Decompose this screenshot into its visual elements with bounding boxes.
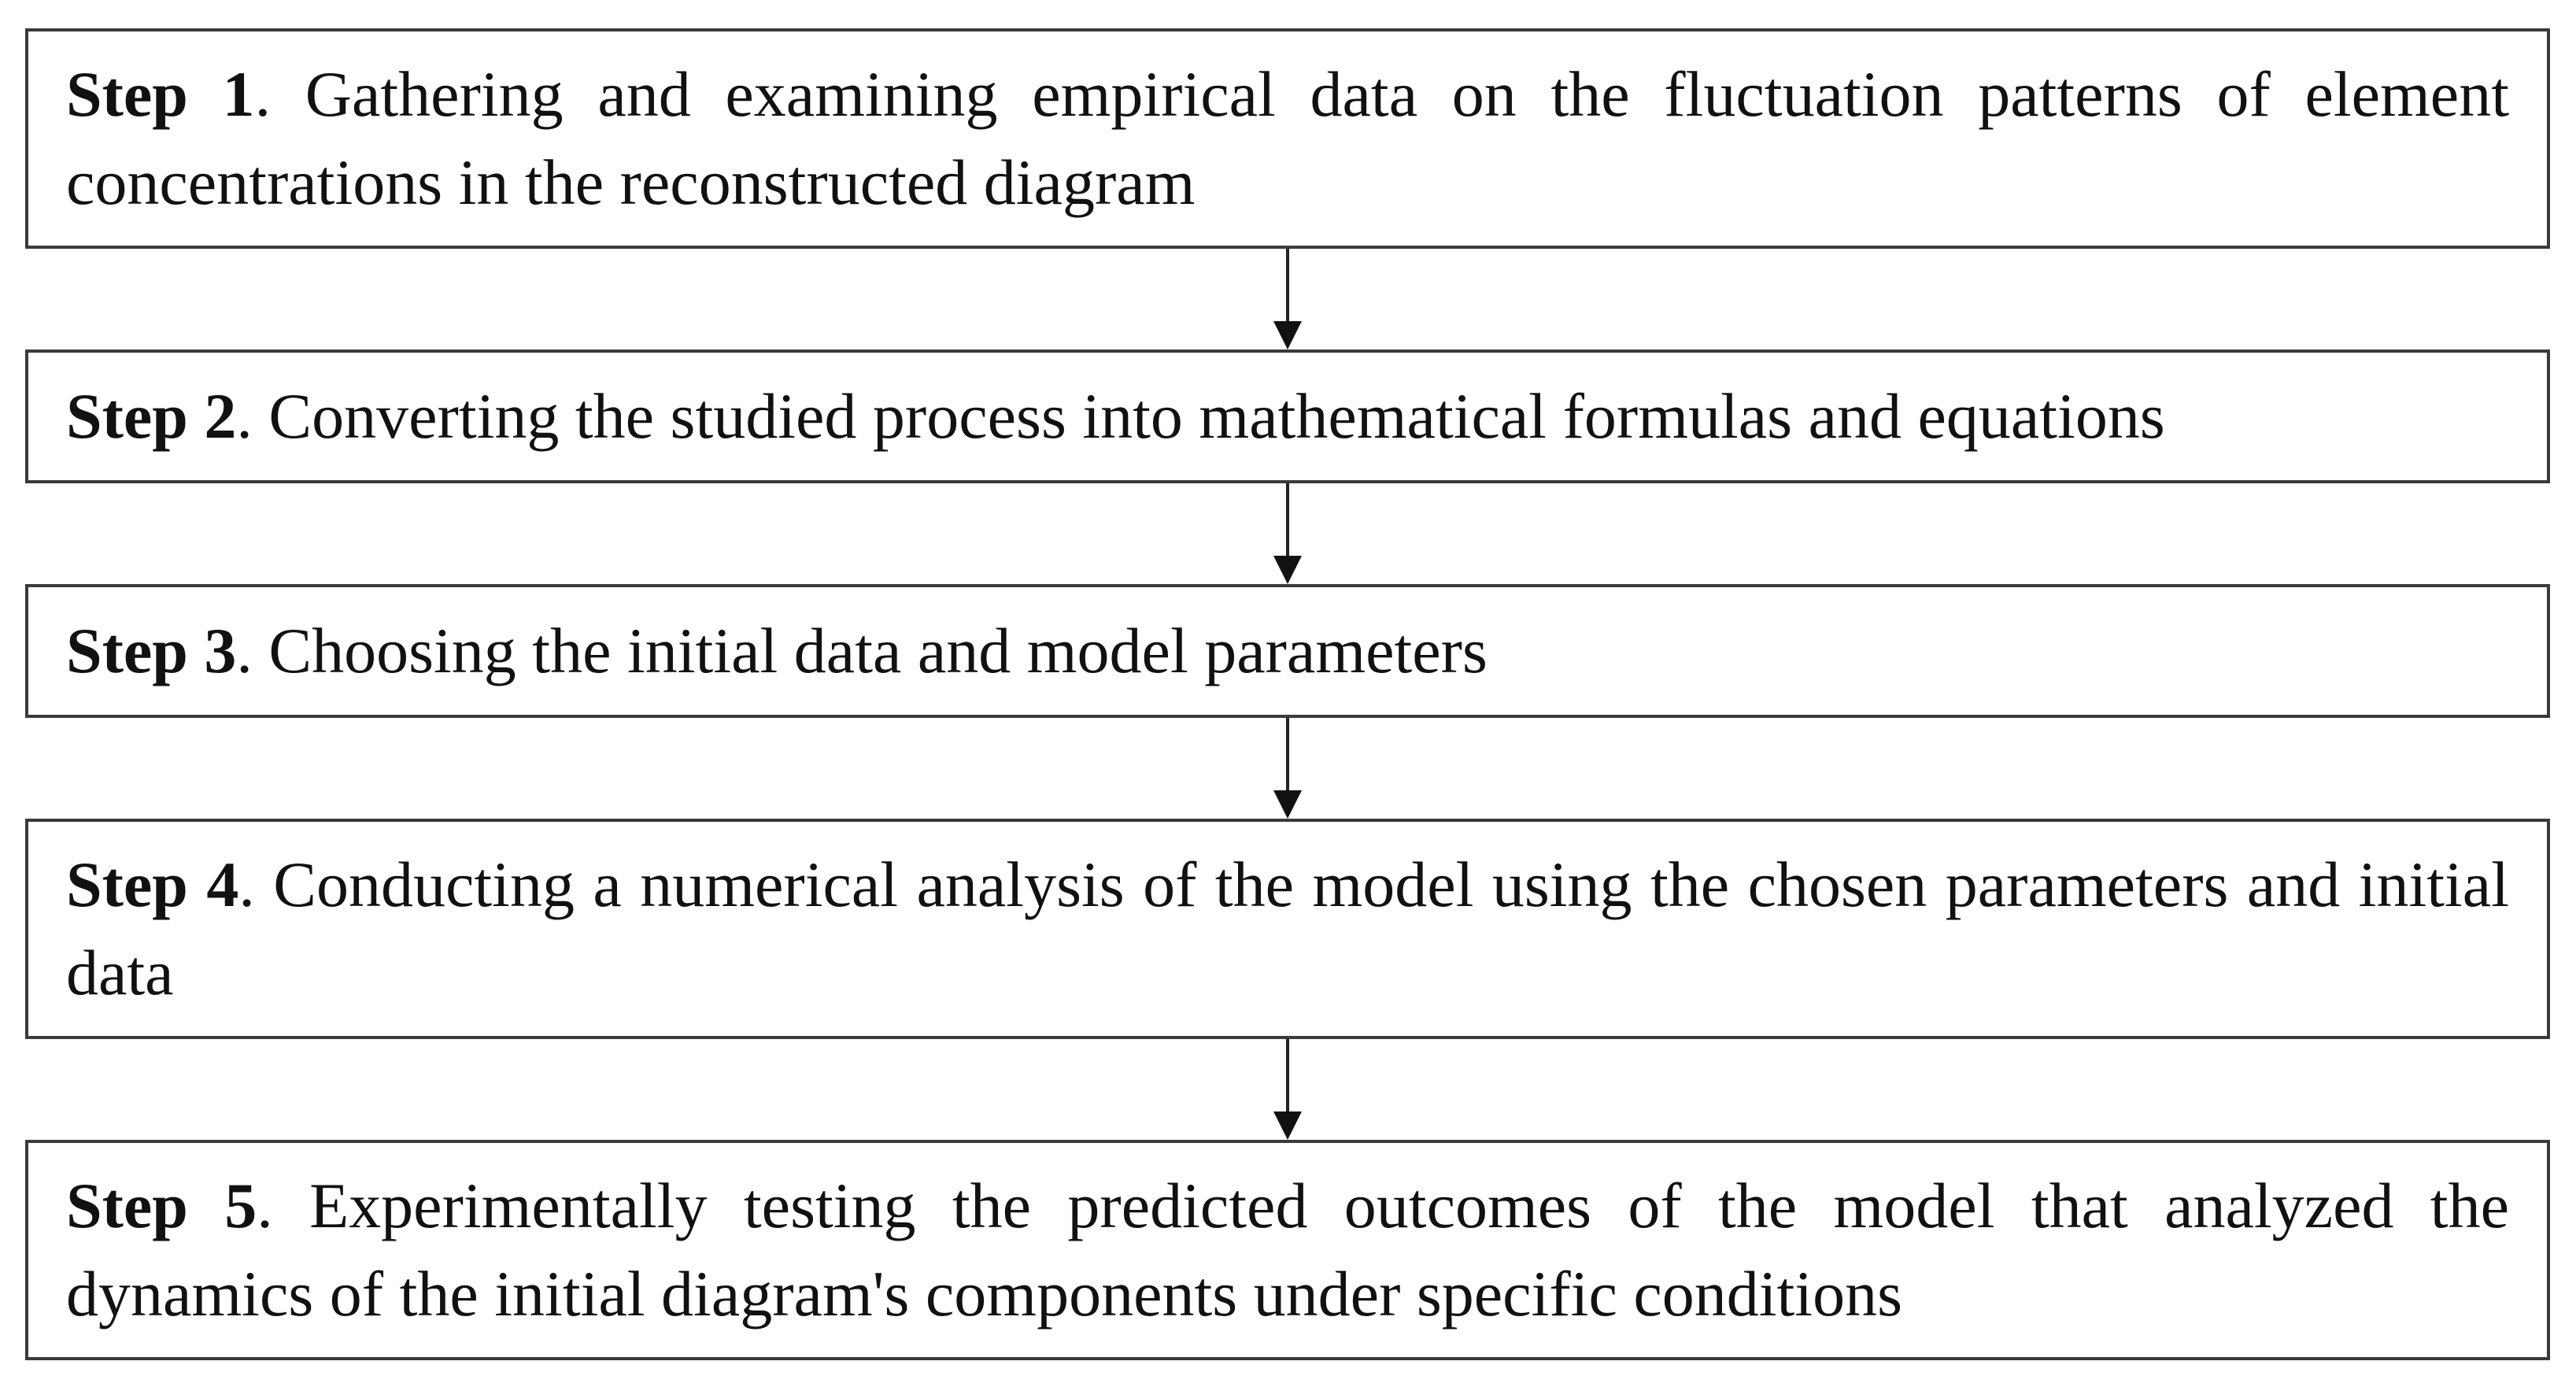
step-4-description: . Conducting a numerical analysis of the…	[66, 849, 2509, 1008]
step-5-box: Step 5. Experimentally testing the predi…	[25, 1140, 2550, 1360]
arrow-step-1-to-2	[1266, 249, 1310, 350]
step-4-box: Step 4. Conducting a numerical analysis …	[25, 819, 2550, 1039]
step-5-description: . Experimentally testing the predicted o…	[66, 1170, 2509, 1330]
step-2-label: Step 2	[66, 380, 237, 452]
step-2-box: Step 2. Converting the studied process i…	[25, 350, 2550, 483]
step-5-text: Step 5. Experimentally testing the predi…	[66, 1162, 2509, 1338]
step-1-label: Step 1	[66, 58, 255, 130]
step-4-text: Step 4. Conducting a numerical analysis …	[66, 841, 2509, 1017]
step-1-box: Step 1. Gathering and examining empirica…	[25, 28, 2550, 249]
step-4-label: Step 4	[66, 849, 239, 920]
step-3-text: Step 3. Choosing the initial data and mo…	[66, 607, 2509, 695]
arrow-step-4-to-5	[1266, 1039, 1310, 1140]
step-1-text: Step 1. Gathering and examining empirica…	[66, 50, 2509, 227]
step-3-box: Step 3. Choosing the initial data and mo…	[25, 584, 2550, 718]
arrow-step-3-to-4	[1266, 718, 1310, 819]
step-3-label: Step 3	[66, 615, 237, 686]
step-3-description: . Choosing the initial data and model pa…	[236, 615, 1488, 686]
arrow-step-2-to-3	[1266, 483, 1310, 584]
step-2-text: Step 2. Converting the studied process i…	[66, 372, 2509, 460]
step-5-label: Step 5	[66, 1170, 257, 1241]
step-1-description: . Gathering and examining empirical data…	[66, 58, 2509, 218]
step-2-description: . Converting the studied process into ma…	[236, 380, 2165, 452]
